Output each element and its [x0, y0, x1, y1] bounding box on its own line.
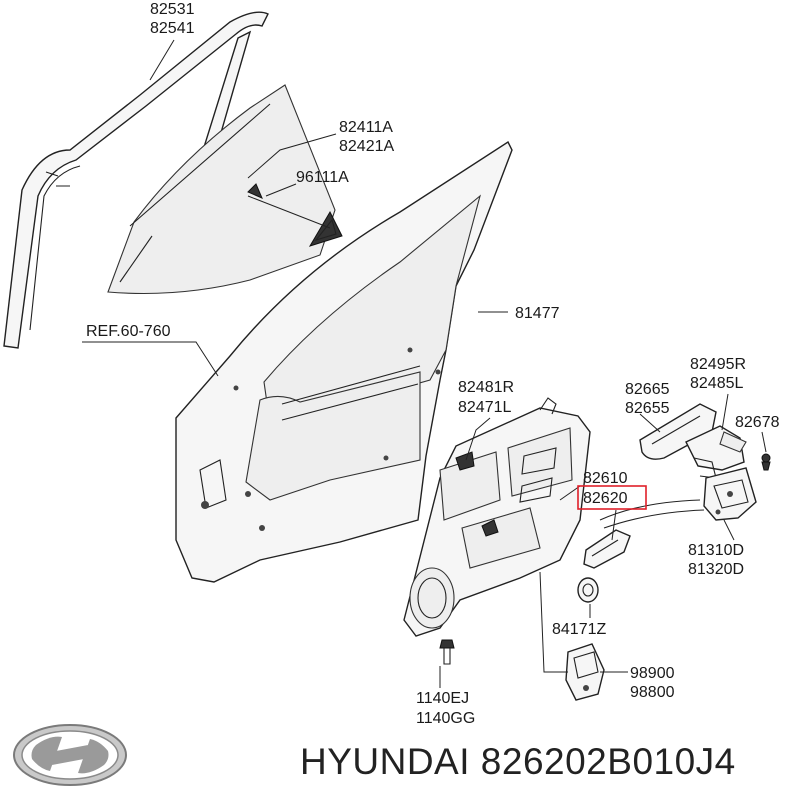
- window-run-channel: [3, 11, 269, 349]
- bolt: [439, 639, 455, 665]
- label-82471l: 82471L: [458, 399, 511, 416]
- label-82485l: 82485L: [690, 375, 743, 392]
- screw: [761, 453, 771, 471]
- label-ref-60-760: REF.60-760: [86, 323, 171, 340]
- label-82421a: 82421A: [339, 138, 394, 155]
- door-latch: [599, 467, 757, 529]
- label-98800: 98800: [630, 684, 675, 701]
- door-glass: [107, 84, 336, 295]
- label-82531: 82531: [150, 1, 195, 18]
- label-84171z: 84171Z: [552, 621, 606, 638]
- label-82620: 82620: [583, 490, 628, 507]
- door-frame: [175, 140, 513, 583]
- leader-lines: [82, 39, 767, 688]
- label-96111a: 96111A: [296, 169, 349, 186]
- label-82411a: 82411A: [339, 119, 393, 136]
- label-1140ej: 1140EJ: [416, 690, 469, 707]
- label-81477: 81477: [515, 305, 560, 322]
- delta-cover: [247, 183, 343, 247]
- part-labels: 82531 82541 82411A 82421A 96111A REF.60-…: [86, 1, 780, 727]
- highlight-box: [577, 485, 647, 510]
- label-81310d: 81310D: [688, 542, 744, 559]
- label-82678: 82678: [735, 414, 780, 431]
- label-98900: 98900: [630, 665, 675, 682]
- module-panel: [403, 397, 591, 637]
- label-82665: 82665: [625, 381, 670, 398]
- label-1140gg: 1140GG: [416, 710, 475, 727]
- inside-handle: [583, 529, 631, 569]
- brand-caption: HYUNDAI 826202B010J4: [300, 741, 736, 782]
- label-81320d: 81320D: [688, 561, 744, 578]
- hyundai-logo-icon: [13, 724, 127, 786]
- window-motor: [565, 643, 605, 701]
- label-82481r: 82481R: [458, 379, 514, 396]
- label-82495r: 82495R: [690, 356, 746, 373]
- grommet: [577, 577, 599, 603]
- label-82655: 82655: [625, 400, 670, 417]
- outside-handle: [639, 403, 717, 460]
- label-82610: 82610: [583, 470, 628, 487]
- label-82541: 82541: [150, 20, 195, 37]
